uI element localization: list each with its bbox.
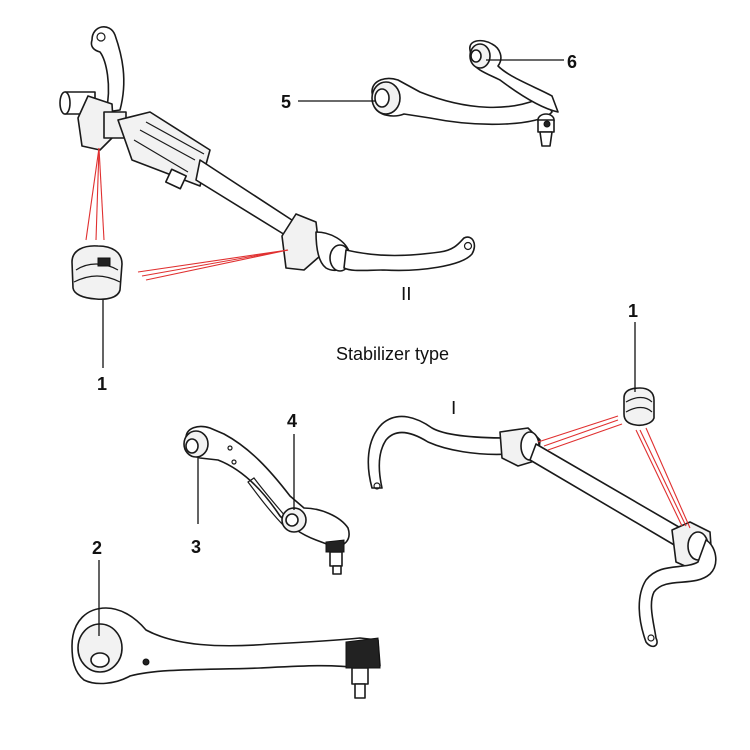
callout-3: 3	[191, 537, 201, 557]
callout-5: 5	[281, 92, 291, 112]
callout-1-left: 1	[97, 374, 107, 394]
red-leader-lines-right	[537, 415, 691, 529]
stabilizer-bar-end-upper	[90, 26, 125, 113]
stabilizer-type-caption: Stabilizer type	[336, 344, 449, 364]
upper-control-arm	[371, 39, 559, 147]
stabilizer-bar-shaft	[195, 159, 299, 239]
callout-1-right: 1	[628, 301, 638, 321]
callout-6: 6	[567, 52, 577, 72]
callout-4: 4	[287, 411, 297, 431]
stabilizer-type-two-label: II	[401, 284, 412, 305]
stabilizer-bushing-left	[71, 245, 123, 301]
stabilizer-bushing-right	[623, 387, 655, 427]
stabilizer-bar-type-one	[367, 415, 717, 648]
stabilizer-bar-end-lower	[343, 236, 476, 272]
lower-link-arm	[183, 425, 350, 575]
red-leader-lines-left	[85, 147, 289, 281]
stabilizer-bar-type-two	[59, 26, 476, 272]
callout-2: 2	[92, 538, 102, 558]
stabilizer-type-one-label: I	[451, 398, 456, 419]
stabilizer-sleeve-body	[117, 111, 211, 187]
lower-control-arm	[71, 607, 381, 699]
